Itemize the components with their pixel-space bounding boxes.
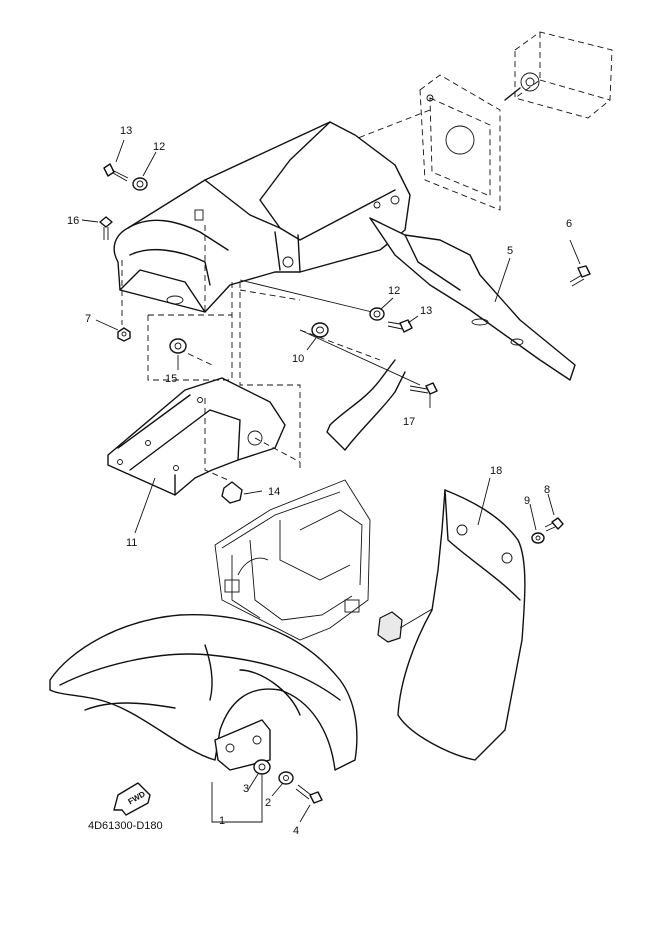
bolt-6	[569, 265, 591, 287]
callout-10: 10	[292, 353, 304, 365]
nut-7	[117, 327, 131, 342]
callout-4: 4	[293, 825, 299, 837]
callout-5: 5	[507, 245, 513, 257]
rear-fender	[113, 121, 411, 313]
hardware	[99, 163, 591, 544]
callout-13-top: 13	[120, 125, 132, 137]
callout-16: 16	[67, 215, 79, 227]
assembly-guides	[121, 225, 421, 481]
callout-1: 1	[219, 815, 225, 827]
callout-8: 8	[544, 484, 550, 496]
grommet-3	[253, 759, 271, 775]
callout-9: 9	[524, 495, 530, 507]
frame-tube	[326, 359, 406, 451]
bolt-13-top	[103, 163, 129, 182]
bolt-13-right	[387, 319, 413, 333]
callout-12-right: 12	[388, 285, 400, 297]
collar-2	[278, 771, 294, 785]
fender-bracket	[107, 377, 286, 496]
mud-flap	[397, 489, 526, 761]
front-fender	[49, 613, 358, 771]
leader-lines	[81, 139, 581, 823]
callout-3: 3	[243, 783, 249, 795]
rear-flap	[369, 217, 576, 381]
bolt-17	[409, 382, 438, 395]
diagram-code: 4D61300-D180	[88, 820, 163, 832]
callouts: 13 12 16 7 15 10 12 13 6 5 17 14 11 18 9…	[67, 125, 572, 837]
callout-6: 6	[566, 218, 572, 230]
collar-12-top	[132, 177, 148, 191]
callout-12-top: 12	[153, 141, 165, 153]
callout-15: 15	[165, 373, 177, 385]
grommet-15	[169, 338, 187, 354]
callout-17: 17	[403, 416, 415, 428]
tail-light	[504, 31, 613, 119]
callout-18: 18	[490, 465, 502, 477]
bolt-16	[99, 216, 113, 240]
clip-14	[221, 481, 243, 504]
collar-12-right	[369, 307, 385, 321]
fwd-arrow-icon: FWD	[113, 782, 151, 816]
bolt-4	[295, 784, 323, 804]
bolt-8	[544, 517, 564, 532]
washer-9	[531, 532, 545, 544]
callout-7: 7	[85, 313, 91, 325]
grommet-10	[311, 322, 329, 338]
front-hardware	[253, 759, 323, 804]
callout-13-right: 13	[420, 305, 432, 317]
callout-14: 14	[268, 486, 280, 498]
callout-2: 2	[265, 797, 271, 809]
callout-11: 11	[126, 537, 137, 549]
